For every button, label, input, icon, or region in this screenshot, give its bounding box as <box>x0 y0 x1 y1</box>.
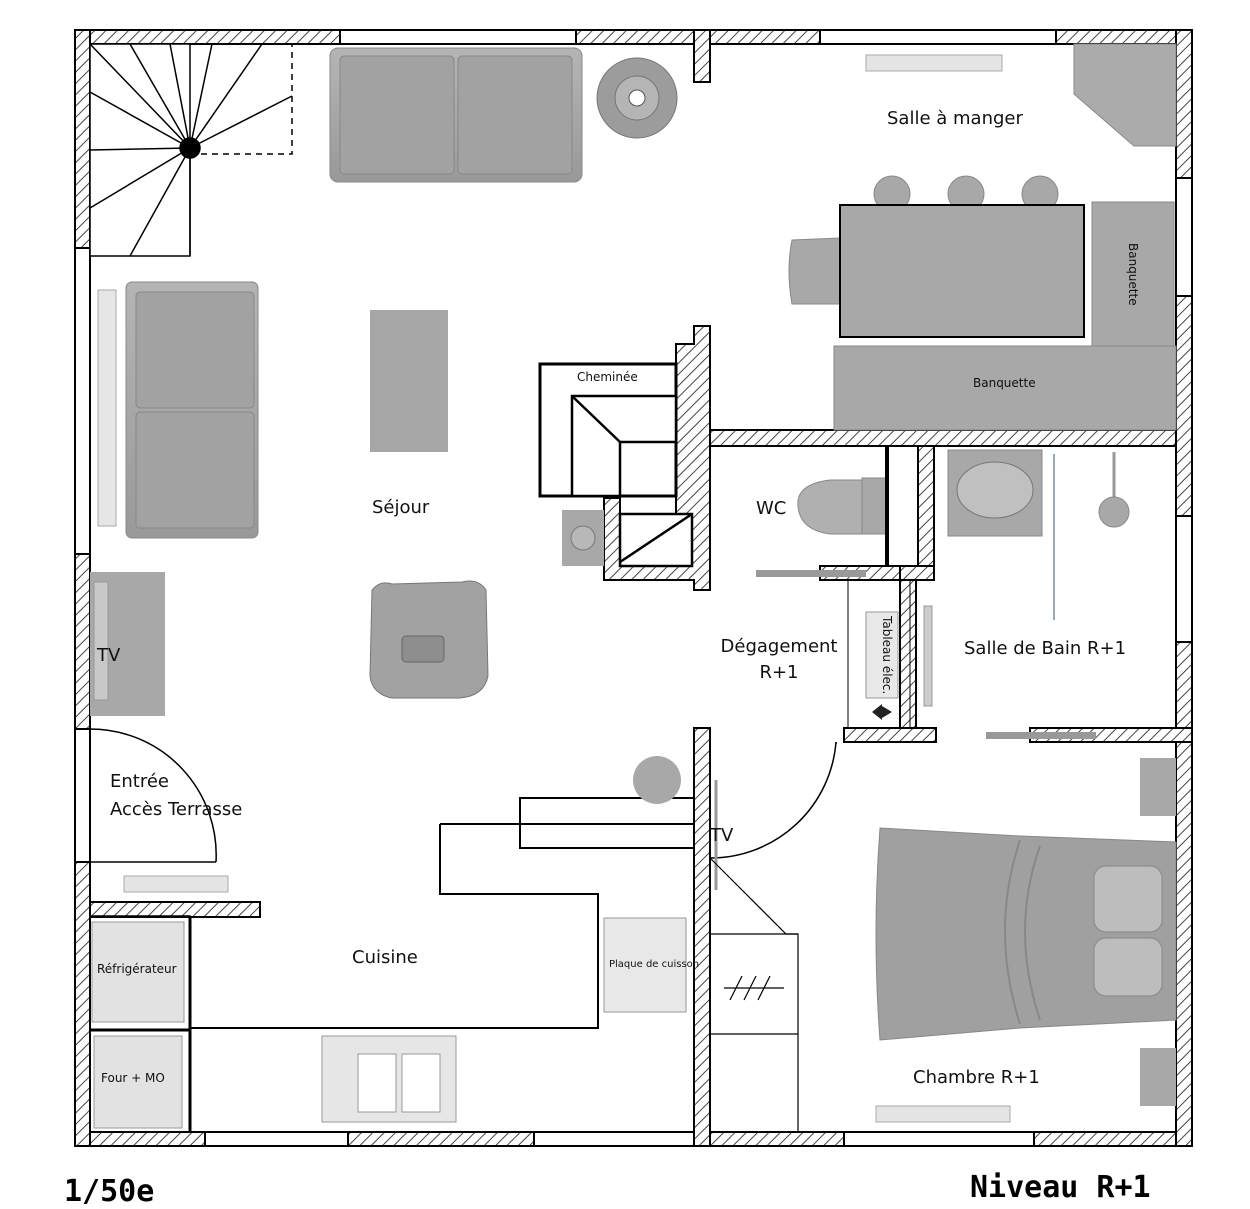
banquette-vertical <box>1091 201 1175 347</box>
washbasin <box>947 449 1043 537</box>
kitchen-counter <box>89 797 695 1132</box>
bed <box>875 827 1177 1041</box>
bath-towel-rail <box>923 605 933 707</box>
fireplace <box>538 362 694 568</box>
oven <box>93 1035 183 1129</box>
room-label-entree-1: Entrée <box>110 771 169 792</box>
nightstand-bottom <box>1140 1048 1176 1106</box>
bath-door <box>986 732 1096 739</box>
banquette-vertical-label: Banquette <box>1126 243 1140 306</box>
room-label-entree-2: Accès Terrasse <box>110 799 243 820</box>
toilet <box>797 477 887 535</box>
entrance-door <box>89 728 217 863</box>
radiator-dining <box>865 54 1003 72</box>
tv-label-chambre: TV <box>710 825 734 846</box>
exterior-walls <box>74 29 1193 1147</box>
room-label-salle-a-manger: Salle à manger <box>887 108 1023 129</box>
floor-lamp <box>596 57 678 139</box>
armchair <box>369 580 489 699</box>
hob-label: Plaque de cuisson <box>609 959 700 970</box>
electrical-panel <box>865 611 899 699</box>
wardrobe <box>709 857 799 1132</box>
radiator-tv <box>93 581 109 701</box>
small-speaker <box>562 510 604 566</box>
banquette-horizontal-label: Banquette <box>973 376 1036 390</box>
oven-label: Four + MO <box>101 1071 165 1085</box>
level-label: Niveau R+1 <box>970 1170 1151 1205</box>
kitchen-stool <box>633 756 681 804</box>
radiator-bedroom <box>875 1105 1011 1123</box>
interior-walls <box>89 29 1193 1147</box>
sofa-top <box>329 47 583 183</box>
refrigerator-label: Réfrigérateur <box>97 962 177 976</box>
electrical-panel-label: Tableau élec. <box>880 616 894 695</box>
wc-door <box>756 570 866 577</box>
dining-chairs <box>788 175 1059 305</box>
kitchen-sink <box>321 1035 457 1123</box>
tv-label-sejour: TV <box>97 645 121 666</box>
radiator-entree <box>123 875 229 893</box>
room-label-wc: WC <box>756 498 787 519</box>
electrical-bulb-icon <box>872 704 892 720</box>
room-label-cuisine: Cuisine <box>352 947 418 968</box>
sofa-left <box>125 281 259 539</box>
room-label-degagement-1: Dégagement <box>720 636 838 657</box>
room-label-sejour: Séjour <box>372 497 430 518</box>
corner-cabinet <box>1073 43 1177 147</box>
scale-label: 1/50e <box>64 1174 155 1209</box>
refrigerator <box>91 921 185 1023</box>
fireplace-label: Cheminée <box>577 370 638 384</box>
banquette-horizontal <box>833 345 1177 431</box>
nightstand-top <box>1140 758 1176 816</box>
dining-table <box>839 204 1085 338</box>
shower-head <box>1098 452 1130 528</box>
room-label-degagement-2: R+1 <box>759 662 799 683</box>
hob <box>603 917 687 1013</box>
room-label-salle-de-bain: Salle de Bain R+1 <box>964 638 1127 659</box>
radiator-top-left <box>97 289 117 527</box>
spiral-staircase <box>89 43 293 257</box>
room-label-chambre: Chambre R+1 <box>913 1067 1040 1088</box>
coffee-table <box>370 310 448 452</box>
bedroom-door <box>709 741 837 859</box>
